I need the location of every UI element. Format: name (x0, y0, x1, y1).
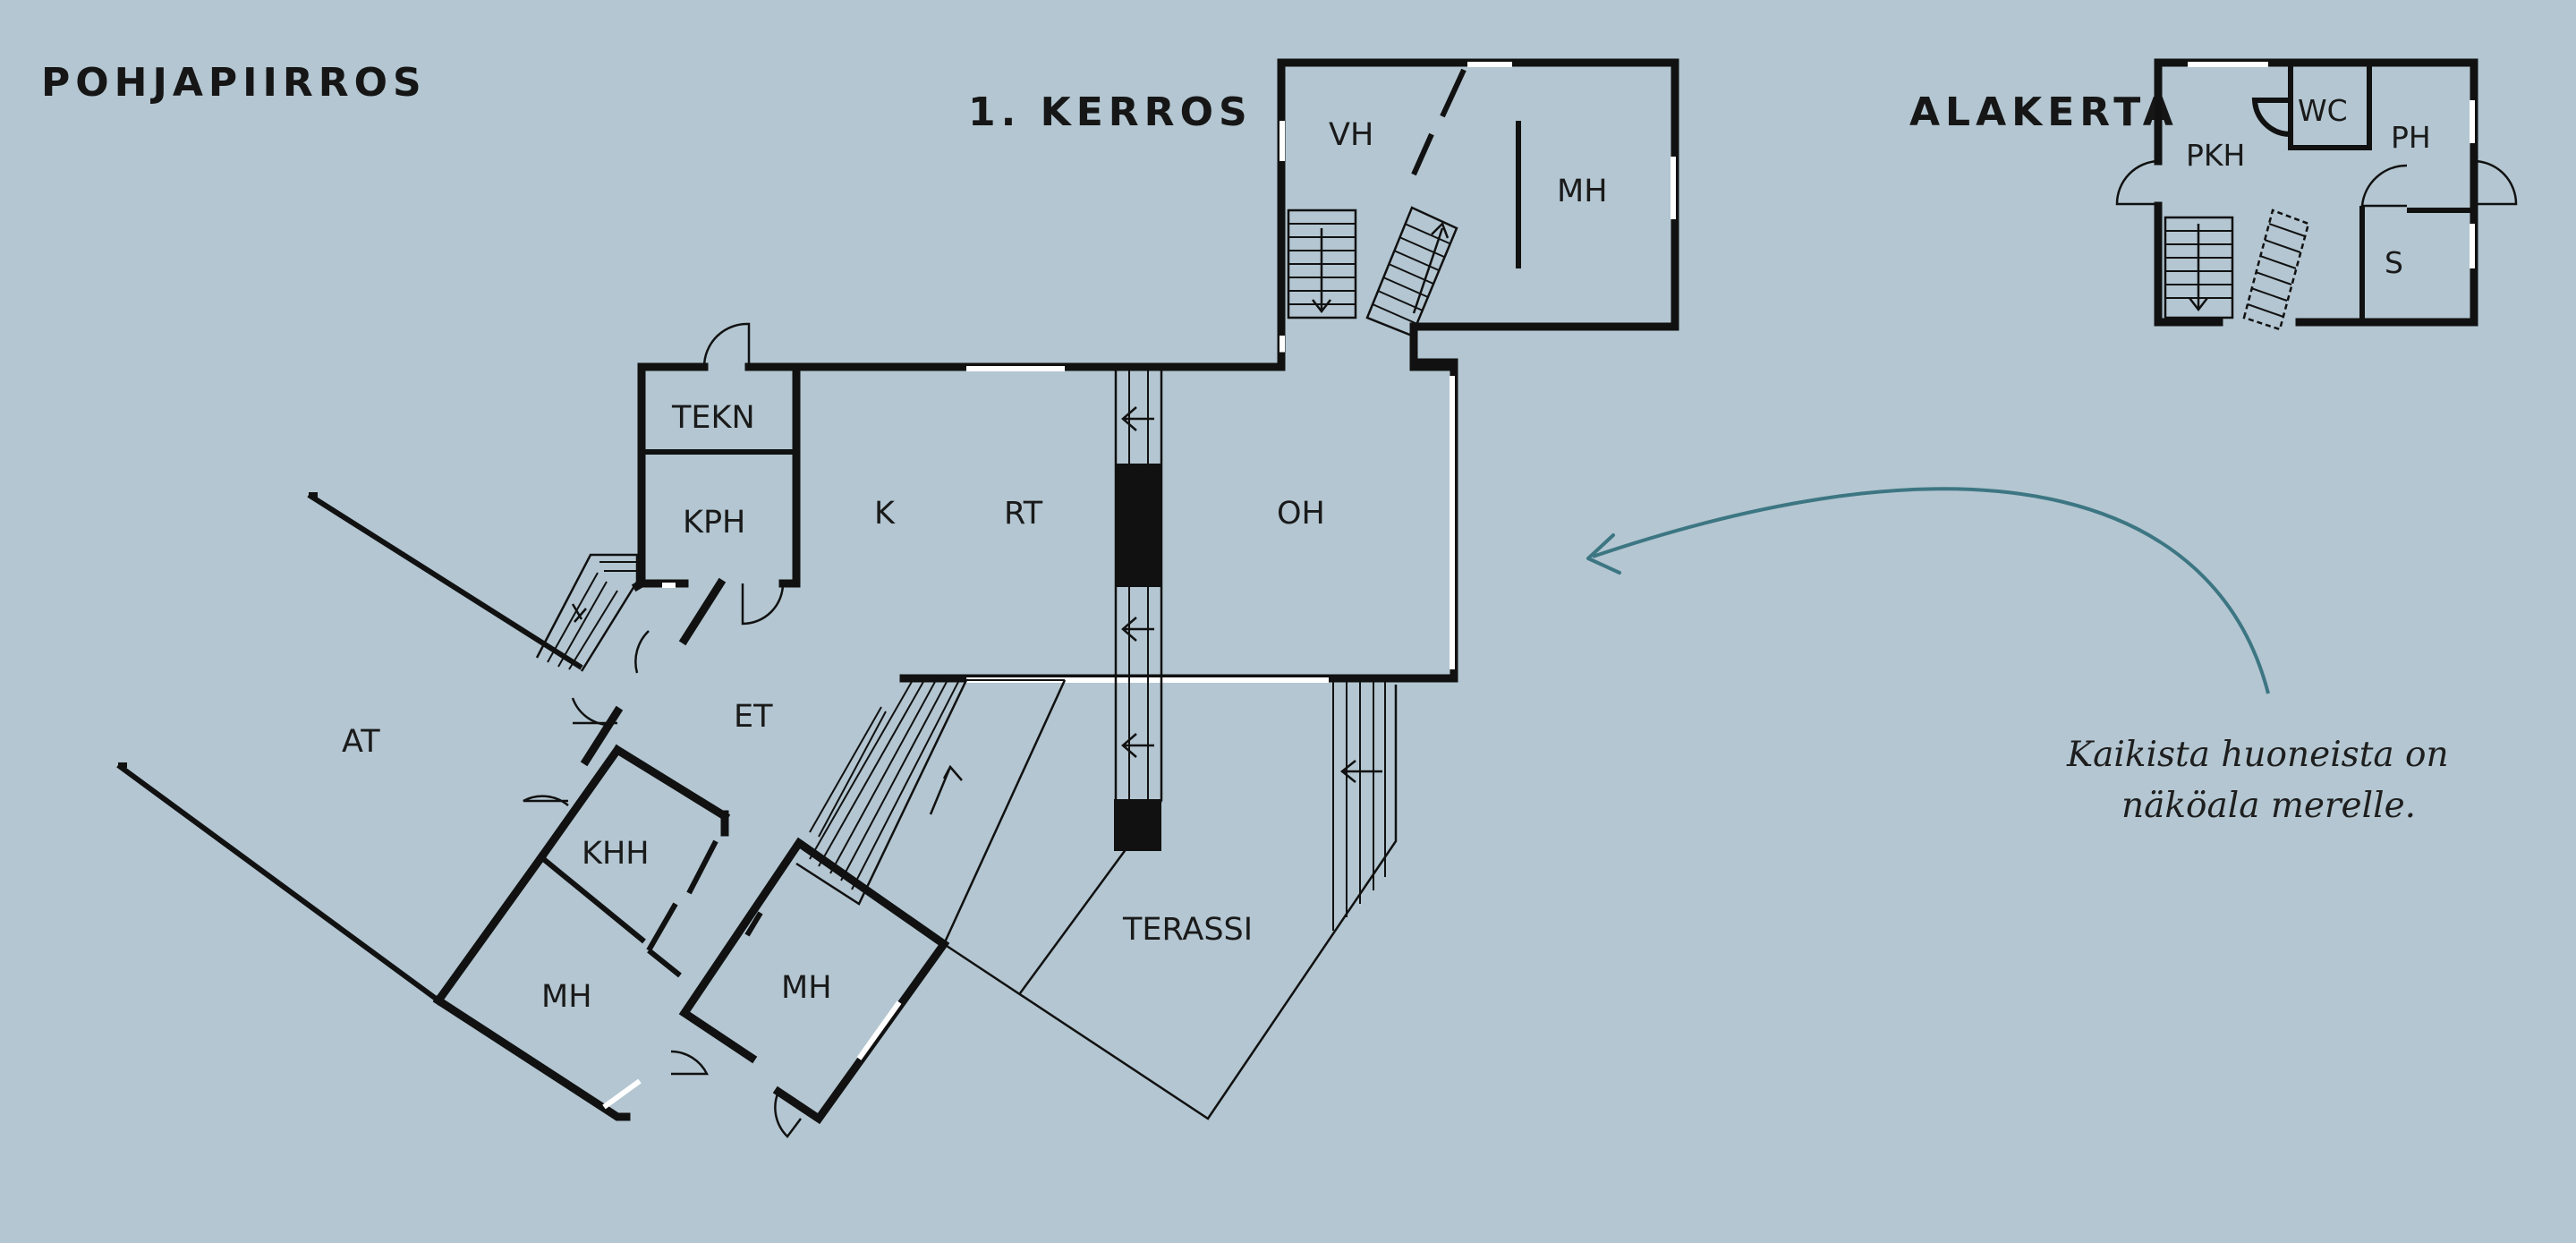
upper-stairs-down (1287, 209, 1357, 319)
curved-arrow-icon (1592, 487, 2270, 694)
sea-view-annotation: Kaikista huoneista on näköala merelle. (1586, 487, 2449, 826)
basement-heading: ALAKERTA (1909, 89, 2179, 135)
main-floor-plan: TEKN KPH K RT OH AT ET KHH MH MH TERASSI (116, 322, 1458, 1138)
room-kph: KPH (683, 505, 745, 541)
upper-floor-plan: VH MH (1277, 58, 1679, 367)
room-mh-right: MH (781, 970, 832, 1006)
room-at: AT (342, 724, 380, 760)
side-stairs (1332, 682, 1386, 931)
room-oh: OH (1277, 496, 1325, 532)
room-k: K (874, 496, 896, 532)
basement-plan: PKH WC PH S (2115, 58, 2518, 331)
basement-stairs (2164, 209, 2310, 331)
room-et: ET (734, 699, 773, 735)
first-floor-heading: 1. KERROS (968, 89, 1253, 135)
entry-stairs (535, 553, 639, 672)
annotation-line-1: Kaikista huoneista on (2066, 735, 2449, 775)
arrowhead-icon (1586, 533, 1621, 575)
room-vh: VH (1329, 117, 1373, 153)
annotation-line-2: näköala merelle. (2121, 786, 2416, 826)
room-wc: WC (2298, 93, 2348, 128)
room-s: S (2385, 245, 2403, 280)
room-ph: PH (2391, 120, 2431, 155)
room-tekn: TEKN (671, 400, 755, 436)
room-pkh: PKH (2186, 138, 2245, 173)
room-terassi: TERASSI (1122, 912, 1253, 948)
room-mh-upper: MH (1557, 174, 1608, 209)
terrace-stairs (795, 677, 1067, 945)
room-mh-left: MH (541, 979, 592, 1015)
upper-stairs-up (1365, 206, 1458, 337)
room-rt: RT (1004, 496, 1043, 532)
room-khh: KHH (582, 836, 650, 872)
plan-title: POHJAPIIRROS (41, 60, 427, 106)
